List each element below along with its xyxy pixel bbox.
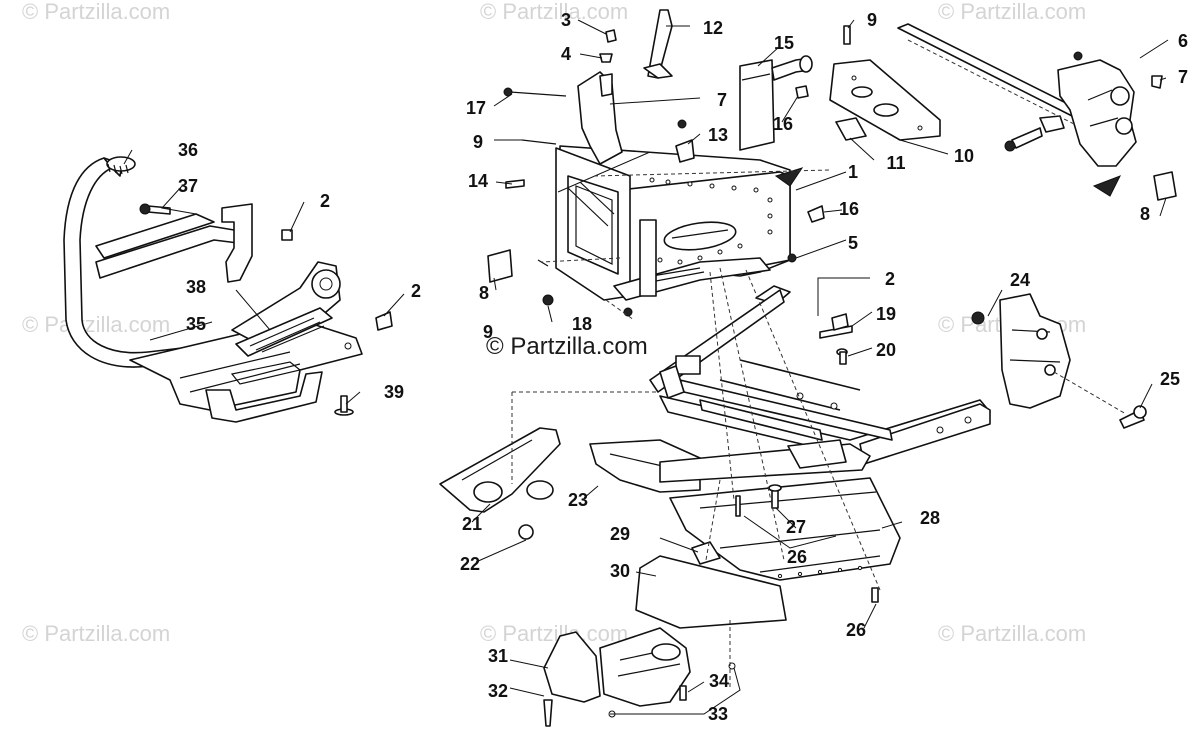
- callout-31: 31: [488, 646, 508, 666]
- callout-13: 13: [708, 125, 728, 145]
- callout-15: 15: [774, 33, 794, 53]
- callout-2: 2: [411, 281, 421, 301]
- callout-27: 27: [786, 517, 806, 537]
- callout-18: 18: [572, 314, 592, 334]
- callout-9: 9: [867, 10, 877, 30]
- watermark-main: © Partzilla.com: [486, 333, 648, 360]
- callout-14: 14: [468, 171, 488, 191]
- callout-30: 30: [610, 561, 630, 581]
- callout-2: 2: [320, 191, 330, 211]
- callout-2: 2: [885, 269, 895, 289]
- callout-20: 20: [876, 340, 896, 360]
- callout-36: 36: [178, 140, 198, 160]
- callout-29: 29: [610, 524, 630, 544]
- callout-11: 11: [886, 153, 905, 173]
- watermark: © Partzilla.com: [938, 621, 1086, 646]
- callout-32: 32: [488, 681, 508, 701]
- callout-9: 9: [473, 132, 483, 152]
- lower-skid-assembly: [543, 627, 736, 727]
- callout-26: 26: [846, 620, 866, 640]
- callout-25: 25: [1160, 369, 1180, 389]
- callout-38: 38: [186, 277, 206, 297]
- callout-24: 24: [1010, 270, 1030, 290]
- callout-22: 22: [460, 554, 480, 574]
- leader-lines: [123, 19, 1169, 715]
- front-bumper-assembly: [63, 156, 393, 423]
- callout-16: 16: [839, 199, 859, 219]
- callout-8: 8: [479, 283, 489, 303]
- callout-12: 12: [703, 18, 723, 38]
- callout-7: 7: [717, 90, 727, 110]
- watermark: © Partzilla.com: [480, 0, 628, 24]
- callout-33: 33: [708, 704, 728, 724]
- steering-bracket-assembly: [897, 23, 1163, 197]
- callout-35: 35: [186, 314, 206, 334]
- callout-labels: 1 2 2 2 3 4 5 6 7 7 8 8 9 9 9 10 11 12 1…: [178, 10, 1188, 724]
- watermark: © Partzilla.com: [480, 621, 628, 646]
- right-side-bracket: [971, 293, 1147, 429]
- callout-8: 8: [1140, 204, 1150, 224]
- callout-4: 4: [561, 44, 571, 64]
- callout-16: 16: [773, 114, 793, 134]
- callout-26: 26: [787, 547, 807, 567]
- callout-3: 3: [561, 10, 571, 30]
- callout-23: 23: [568, 490, 588, 510]
- callout-9: 9: [483, 322, 493, 342]
- main-frame-assembly: [439, 285, 991, 629]
- callout-5: 5: [848, 233, 858, 253]
- watermark: © Partzilla.com: [938, 0, 1086, 24]
- callout-7: 7: [1178, 67, 1188, 87]
- callout-19: 19: [876, 304, 896, 324]
- callout-6: 6: [1178, 31, 1188, 51]
- callout-10: 10: [954, 146, 974, 166]
- callout-34: 34: [709, 671, 729, 691]
- callout-21: 21: [462, 514, 482, 534]
- watermark: © Partzilla.com: [22, 621, 170, 646]
- watermark: © Partzilla.com: [22, 0, 170, 24]
- callout-28: 28: [920, 508, 940, 528]
- callout-17: 17: [466, 98, 486, 118]
- callout-39: 39: [384, 382, 404, 402]
- watermark: © Partzilla.com: [22, 312, 170, 337]
- watermark-layer: © Partzilla.com © Partzilla.com © Partzi…: [22, 0, 1086, 646]
- callout-37: 37: [178, 176, 198, 196]
- callout-1: 1: [848, 162, 858, 182]
- rivet-holes: [649, 177, 773, 265]
